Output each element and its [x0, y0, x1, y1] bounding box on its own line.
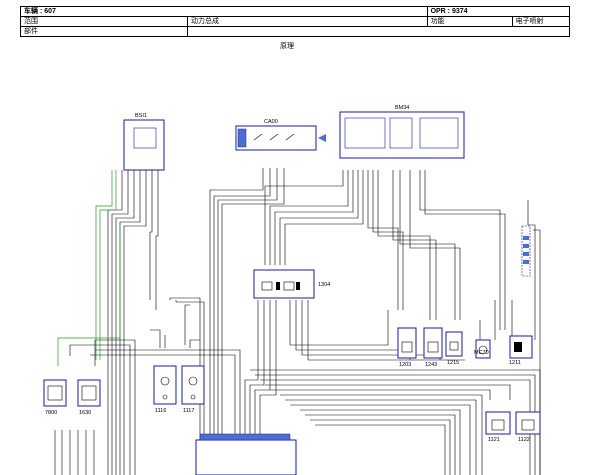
wire: [123, 170, 147, 475]
wire: [259, 300, 277, 440]
wire-green: [99, 170, 117, 360]
wire: [184, 304, 190, 345]
wire: [189, 339, 200, 348]
wire: [119, 170, 141, 475]
bsi1-box: [123, 119, 165, 171]
wire-green: [57, 230, 121, 366]
1116-label: 1116: [155, 408, 167, 414]
mc70-box: [475, 339, 491, 359]
ca00-box: [235, 125, 317, 151]
1122-box: [515, 411, 541, 435]
page-title: 原理: [280, 43, 294, 50]
wire: [249, 300, 265, 440]
wire: [265, 384, 511, 400]
7800-label: 7800: [45, 410, 58, 416]
wire: [221, 168, 285, 440]
bm34-label: BM34: [395, 105, 410, 111]
wire: [270, 389, 491, 400]
wire: [269, 170, 349, 265]
1203-label: 1203: [399, 362, 412, 368]
wire: [300, 409, 461, 475]
wire: [254, 300, 271, 440]
wire: [315, 424, 446, 475]
wire: [419, 170, 501, 330]
1122-label: 1122: [518, 437, 530, 443]
wire: [274, 170, 354, 265]
1243-box: [423, 327, 443, 359]
bm34-box: [339, 111, 465, 159]
wire: [409, 170, 461, 320]
1121-box: [485, 411, 511, 435]
mc70-label: MC70: [474, 350, 489, 356]
wire: [280, 394, 483, 475]
wire: [255, 374, 536, 475]
wire: [301, 300, 441, 360]
wire: [260, 379, 531, 475]
1203-box: [397, 327, 417, 359]
ca00-connector: [237, 128, 326, 148]
wire: [285, 399, 477, 475]
right-connector: [521, 225, 531, 277]
wire: [264, 170, 344, 265]
1121-label: 1121: [488, 437, 500, 443]
wire: [305, 414, 456, 475]
7800-box: [43, 379, 67, 407]
1630-label: 1630: [79, 410, 92, 416]
wire: [377, 170, 431, 320]
wire: [209, 168, 264, 475]
wire: [149, 170, 153, 300]
1215-box: [445, 331, 463, 357]
wire: [279, 170, 359, 265]
wire: [424, 170, 506, 330]
wire: [150, 329, 161, 348]
wire: [295, 300, 411, 360]
wire: [111, 170, 129, 475]
wire: [533, 229, 541, 475]
wire: [95, 349, 241, 440]
wire: [290, 404, 471, 475]
wire: [244, 300, 259, 440]
wire: [399, 170, 456, 320]
ca00-label: CA00: [264, 119, 278, 125]
wire: [284, 170, 364, 265]
wire: [115, 170, 135, 475]
1630-box: [77, 379, 101, 407]
wire: [217, 168, 278, 440]
1117-label: 1117: [183, 408, 195, 414]
wire: [155, 170, 159, 310]
wire: [213, 168, 271, 475]
wire: [307, 300, 465, 361]
wire: [392, 170, 437, 320]
ecu-pin-strip: [199, 433, 291, 441]
wire: [90, 354, 236, 440]
wire: [367, 170, 399, 310]
wire-green: [95, 170, 113, 360]
part-value-cell: [187, 26, 570, 37]
bsi1-label: BSI1: [135, 113, 147, 119]
ecu-box: [195, 439, 297, 475]
1215-label: 1215: [447, 360, 460, 366]
wire: [372, 170, 404, 310]
1211-label: 1211: [509, 360, 521, 366]
wire: [310, 419, 451, 475]
1243-label: 1243: [425, 362, 438, 368]
header-table: 车辆 : 607 OPR : 9374 范围 动力总成 功能 电子喷射 部件: [20, 6, 571, 37]
wire: [527, 200, 536, 340]
1304-label: 1304: [318, 282, 331, 288]
wire: [289, 300, 389, 346]
wire: [94, 339, 136, 475]
